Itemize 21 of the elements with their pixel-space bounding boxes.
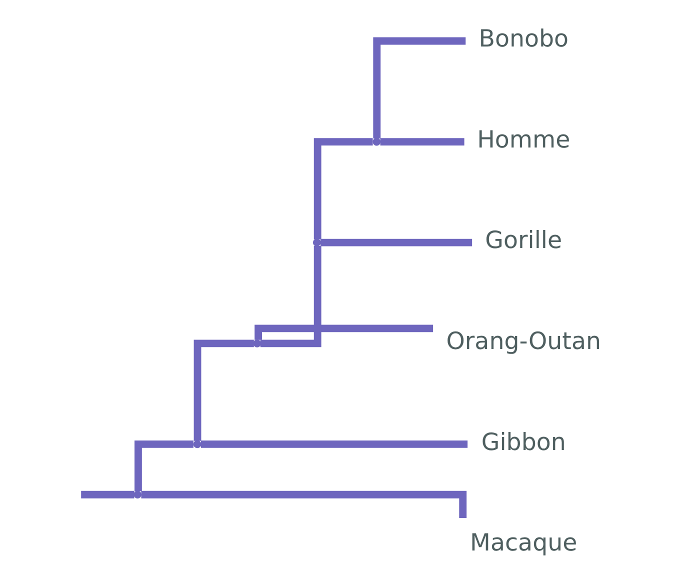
connector <box>320 238 472 246</box>
connector <box>134 440 193 492</box>
connector <box>193 340 254 441</box>
node-point <box>192 440 201 448</box>
connector <box>200 440 468 448</box>
node-point <box>252 339 261 348</box>
node-text: Bonobo <box>478 24 568 53</box>
node-text: Homme <box>476 125 570 154</box>
connector <box>313 138 372 240</box>
node-text: Gibbon <box>480 428 566 456</box>
node-point <box>312 238 320 247</box>
node-point <box>372 138 380 146</box>
connector <box>80 490 134 498</box>
connector <box>254 324 433 340</box>
node-point <box>133 490 142 499</box>
connector <box>372 37 466 138</box>
node-text: Gorille <box>484 226 562 254</box>
node-text: Macaque <box>470 528 577 557</box>
node-text: Orang-Outan <box>446 327 601 356</box>
connector <box>380 138 464 146</box>
connector <box>260 246 321 348</box>
